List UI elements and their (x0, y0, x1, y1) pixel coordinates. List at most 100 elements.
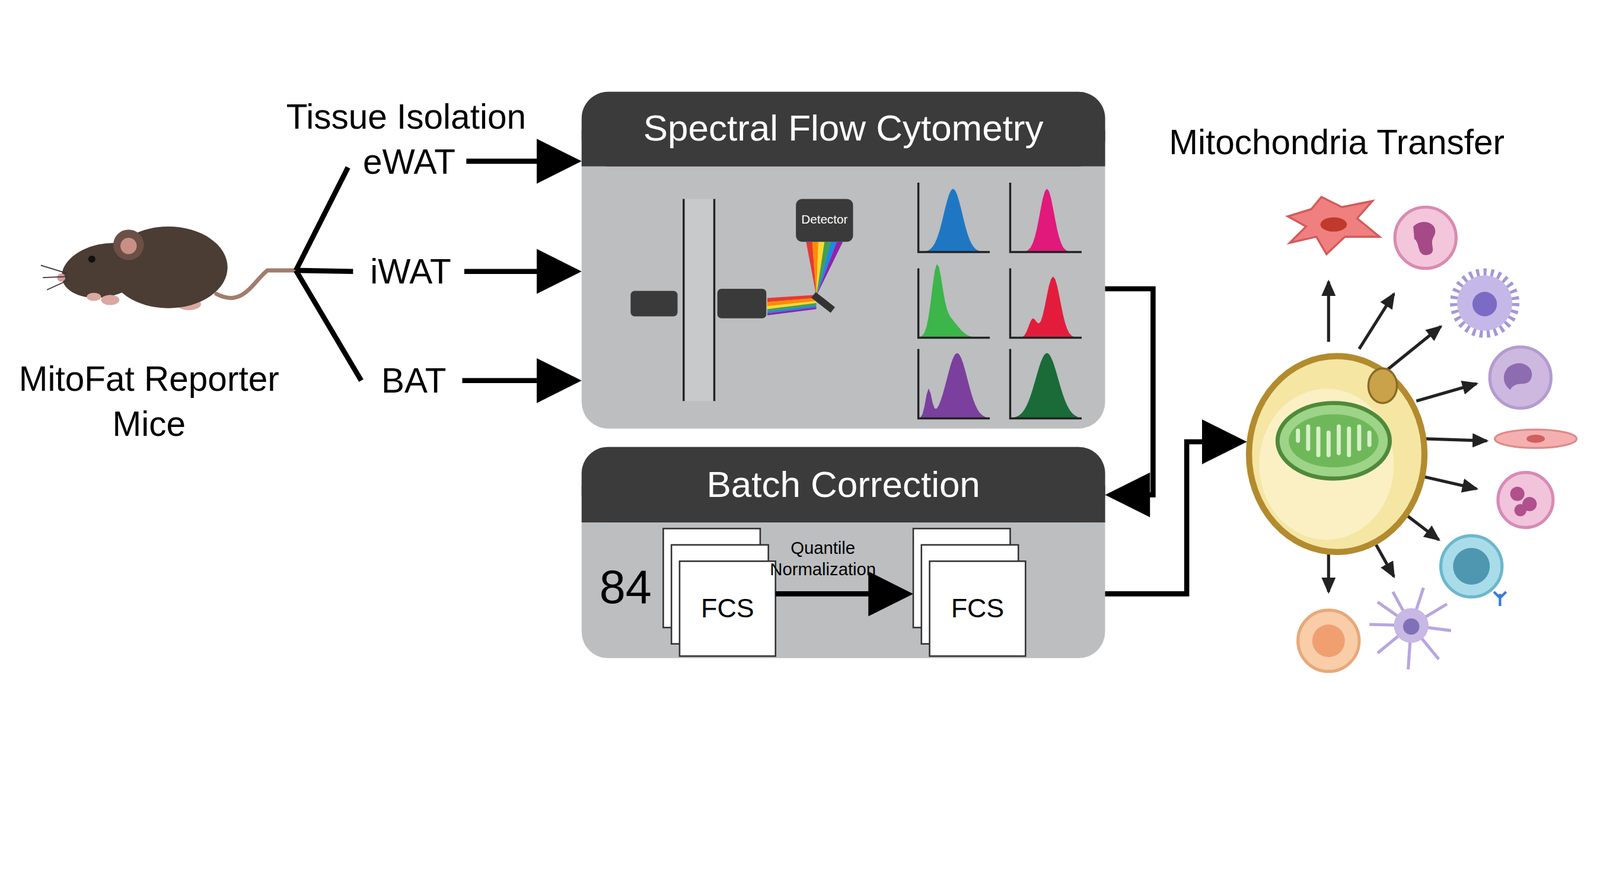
file-box: FCS (663, 528, 776, 656)
process-panel: Spectral Flow Cytometry (581, 91, 1106, 429)
recipient-cells (1394, 206, 1456, 269)
recipient-cells (1497, 472, 1554, 528)
histogram-axis (918, 348, 990, 419)
recipient-cells (1472, 291, 1497, 317)
adipocyte-node: Mitochondria Transfer (1247, 352, 1427, 557)
transfer-arrows (1387, 326, 1441, 370)
node-text: Batch Correction (591, 460, 1095, 509)
flow-cell-illustration (630, 199, 853, 402)
panel-shape (581, 91, 1106, 659)
file-box: FCS (913, 528, 1026, 656)
mouse-node: MitoFat Reporter Mice (1, 219, 296, 455)
node-text: iWAT (357, 249, 465, 295)
connector-line (464, 268, 540, 274)
connector (1104, 419, 1247, 594)
edge-label: Quantile Normalization (759, 537, 886, 582)
recipient-cells (1320, 217, 1348, 232)
node-text: Spectral Flow Cytometry (591, 104, 1095, 154)
recipient-cells (1503, 362, 1532, 390)
connector-line (1104, 288, 1153, 496)
adipocyte-cell (1288, 414, 1379, 468)
connector (295, 270, 353, 272)
mouse-figure (40, 265, 70, 290)
arrow-head (1104, 472, 1150, 518)
flow-cell-illustration (717, 288, 767, 319)
panel-shape (581, 447, 1106, 659)
adipocyte-cell (1248, 356, 1425, 553)
file-stack (663, 528, 1026, 656)
histogram-peak (1012, 352, 1078, 419)
recipient-cells (1403, 618, 1420, 636)
transfer-arrows (1416, 383, 1477, 401)
adipocyte-cell (1248, 356, 1425, 553)
flow-cell-illustration (630, 290, 678, 317)
mouse-figure (100, 294, 120, 305)
panel-shape (581, 91, 1106, 429)
connector-line (295, 270, 362, 381)
histogram-peak (920, 188, 986, 253)
connector (295, 270, 362, 381)
file-stack (929, 561, 1026, 656)
detector-label: Detector (795, 212, 853, 229)
histogram-axis (918, 268, 990, 339)
panel-shape (581, 447, 1106, 523)
adipocyte-cell (1259, 389, 1394, 541)
flow-cell-illustration (795, 199, 853, 242)
flow-cell-illustration (767, 307, 817, 316)
connector-line (466, 158, 539, 165)
recipient-cells (1312, 624, 1345, 658)
histogram-axis (918, 182, 990, 253)
recipient-cells (1287, 196, 1577, 672)
transfer-arrows (1418, 475, 1477, 489)
mouse-figure (40, 226, 296, 311)
mouse-figure (216, 270, 296, 299)
mouse-figure (88, 255, 96, 263)
connector (461, 358, 582, 404)
connector (1104, 288, 1153, 518)
connector (464, 249, 582, 295)
transfer-arrows (1424, 438, 1487, 441)
arrow-head (536, 138, 582, 184)
tissue-label: iWAT (357, 247, 465, 295)
file-stack (679, 561, 776, 656)
adipocyte-cell (1368, 368, 1397, 404)
mouse-figure (120, 237, 137, 255)
connector-line (295, 270, 353, 272)
recipient-cells (1298, 610, 1360, 672)
histogram-axis (1009, 182, 1082, 253)
adipocyte-cell (1298, 426, 1370, 455)
recipient-cells (1493, 591, 1507, 607)
recipient-cells (1393, 608, 1429, 644)
mouse-figure (113, 229, 145, 261)
arrow-head (536, 358, 582, 404)
recipient-cells (1514, 504, 1527, 517)
flow-cell-illustration (683, 199, 715, 402)
mouse-figure (56, 273, 66, 282)
histogram-peak (920, 263, 986, 338)
recipient-cells (1452, 547, 1490, 585)
transfer-arrows (1359, 294, 1395, 350)
adipocyte-cell (1277, 403, 1390, 479)
recipient-cells (1457, 275, 1513, 331)
node-text: Mitochondria Transfer (1132, 119, 1541, 165)
recipient-cells (1413, 221, 1436, 256)
recipient-cells (1454, 272, 1516, 334)
recipient-cells (1369, 587, 1452, 670)
node-text: eWAT (352, 138, 467, 184)
histogram-axis (1009, 268, 1082, 339)
connector-line (775, 591, 871, 597)
tissue-label: eWAT (352, 137, 467, 185)
connector (466, 138, 582, 184)
histogram-peak (1012, 276, 1078, 338)
node-text: FCS (929, 591, 1026, 626)
connector-line (461, 378, 539, 384)
file-count: 84 (590, 556, 662, 618)
recipient-cells (1441, 535, 1503, 597)
connector-line (1104, 441, 1204, 594)
histogram-peak (920, 352, 986, 419)
mouse-figure (86, 292, 101, 302)
flow-cell-illustration (683, 199, 715, 402)
tissue-label: BAT (365, 357, 462, 404)
section-heading: Tissue Isolation (267, 93, 545, 139)
connector-line (295, 167, 349, 271)
